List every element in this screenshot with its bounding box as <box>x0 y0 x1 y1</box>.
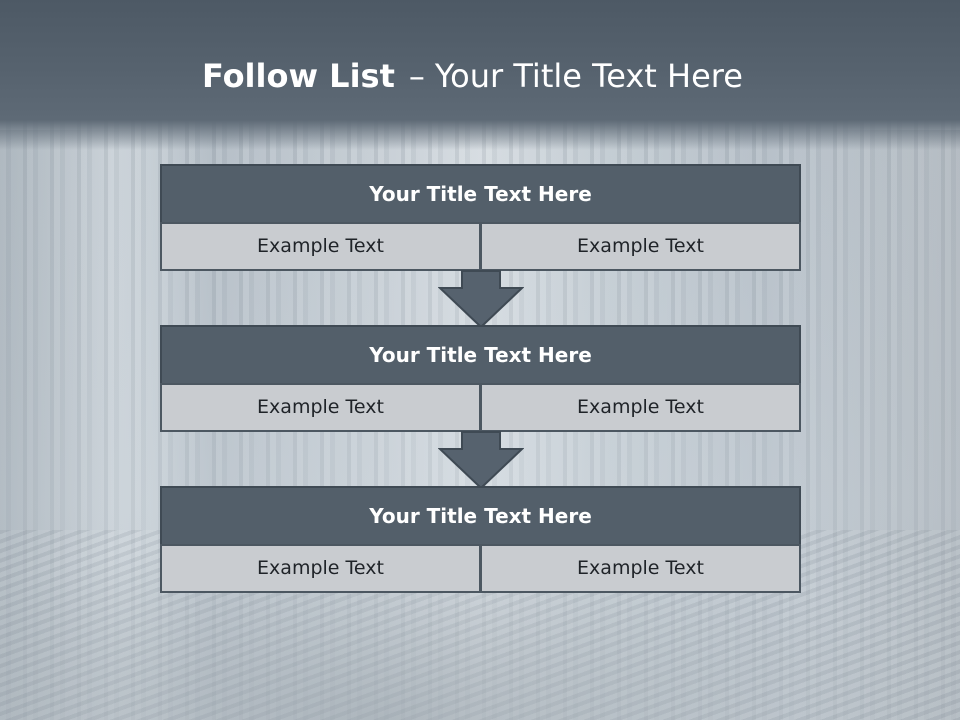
block-title: Your Title Text Here <box>160 164 801 224</box>
block-cell-right: Example Text <box>480 222 801 271</box>
header-band <box>0 0 960 150</box>
block-title: Your Title Text Here <box>160 486 801 546</box>
slide-title: Follow List–Your Title Text Here <box>202 52 743 100</box>
arrow-down-icon <box>438 431 524 489</box>
block-cell-left: Example Text <box>160 222 481 271</box>
slide-title-rest: Your Title Text Here <box>434 57 743 95</box>
list-block-1: Your Title Text Here Example Text Exampl… <box>160 164 801 271</box>
arrow-down-icon <box>438 270 524 328</box>
block-title: Your Title Text Here <box>160 325 801 385</box>
list-block-3: Your Title Text Here Example Text Exampl… <box>160 486 801 593</box>
block-cell-right: Example Text <box>480 383 801 432</box>
slide-title-bold: Follow List <box>202 57 395 95</box>
block-cell-right: Example Text <box>480 544 801 593</box>
list-block-2: Your Title Text Here Example Text Exampl… <box>160 325 801 432</box>
block-cell-left: Example Text <box>160 544 481 593</box>
slide-title-separator: – <box>408 57 425 95</box>
block-cell-left: Example Text <box>160 383 481 432</box>
